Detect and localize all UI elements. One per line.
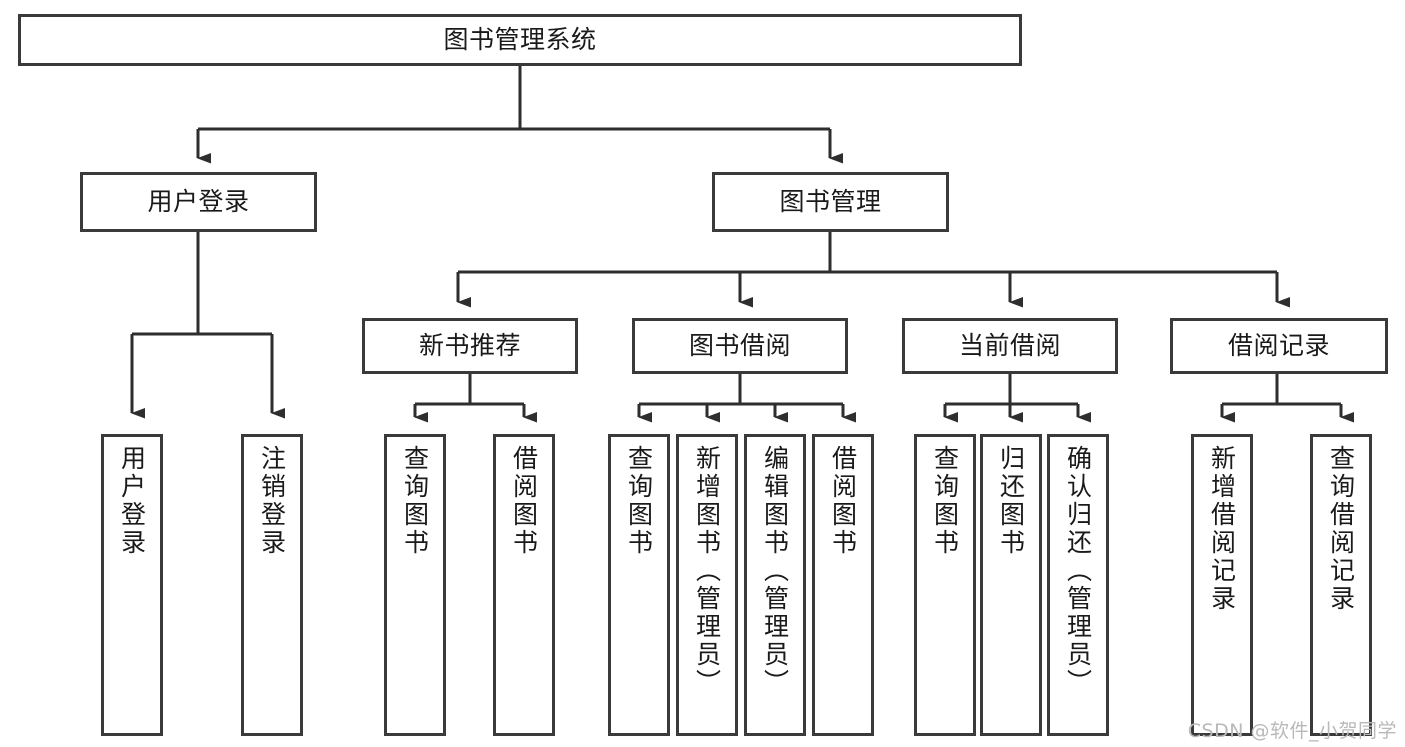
node-leaf-query-book-3-label: 查询图书 [930, 445, 960, 557]
node-leaf-add-record[interactable]: 新增借阅记录 [1191, 434, 1253, 736]
node-leaf-user-login-label: 用户登录 [117, 445, 147, 557]
node-leaf-borrow-book-2-label: 借阅图书 [828, 445, 858, 557]
node-root[interactable]: 图书管理系统 [18, 14, 1022, 66]
node-leaf-edit-book[interactable]: 编辑图书（管理员） [744, 434, 806, 736]
node-new-book-recommend-label: 新书推荐 [418, 331, 521, 361]
node-leaf-user-login[interactable]: 用户登录 [101, 434, 163, 736]
node-leaf-logout[interactable]: 注销登录 [241, 434, 303, 736]
node-book-manage[interactable]: 图书管理 [712, 172, 949, 232]
node-leaf-add-book-label: 新增图书（管理员） [692, 445, 722, 697]
csdn-watermark: CSDN @软件_小贺同学 [1187, 720, 1397, 742]
node-leaf-borrow-book-1-label: 借阅图书 [509, 445, 539, 557]
node-leaf-query-record[interactable]: 查询借阅记录 [1310, 434, 1372, 736]
node-leaf-logout-label: 注销登录 [257, 445, 287, 557]
node-book-manage-label: 图书管理 [779, 187, 882, 217]
node-leaf-query-book-1-label: 查询图书 [400, 445, 430, 557]
node-root-label: 图书管理系统 [443, 25, 597, 55]
node-book-borrow-label: 图书借阅 [688, 331, 791, 361]
node-leaf-return-book-label: 归还图书 [996, 445, 1026, 557]
node-leaf-edit-book-label: 编辑图书（管理员） [760, 445, 790, 697]
node-user-login[interactable]: 用户登录 [80, 172, 317, 232]
node-leaf-add-book[interactable]: 新增图书（管理员） [676, 434, 738, 736]
node-current-borrow-label: 当前借阅 [958, 331, 1061, 361]
node-leaf-confirm-return-label: 确认归还（管理员） [1063, 445, 1093, 697]
node-leaf-query-book-2-label: 查询图书 [624, 445, 654, 557]
node-leaf-query-book-1[interactable]: 查询图书 [384, 434, 446, 736]
node-leaf-borrow-book-1[interactable]: 借阅图书 [493, 434, 555, 736]
node-leaf-return-book[interactable]: 归还图书 [980, 434, 1042, 736]
node-leaf-add-record-label: 新增借阅记录 [1207, 445, 1237, 613]
node-new-book-recommend[interactable]: 新书推荐 [362, 318, 578, 374]
node-leaf-query-book-3[interactable]: 查询图书 [914, 434, 976, 736]
node-current-borrow[interactable]: 当前借阅 [902, 318, 1118, 374]
node-leaf-borrow-book-2[interactable]: 借阅图书 [812, 434, 874, 736]
node-borrow-record-label: 借阅记录 [1227, 331, 1330, 361]
node-leaf-confirm-return[interactable]: 确认归还（管理员） [1047, 434, 1109, 736]
node-borrow-record[interactable]: 借阅记录 [1170, 318, 1388, 374]
node-leaf-query-book-2[interactable]: 查询图书 [608, 434, 670, 736]
node-book-borrow[interactable]: 图书借阅 [632, 318, 848, 374]
node-leaf-query-record-label: 查询借阅记录 [1326, 445, 1356, 613]
node-user-login-label: 用户登录 [147, 187, 250, 217]
